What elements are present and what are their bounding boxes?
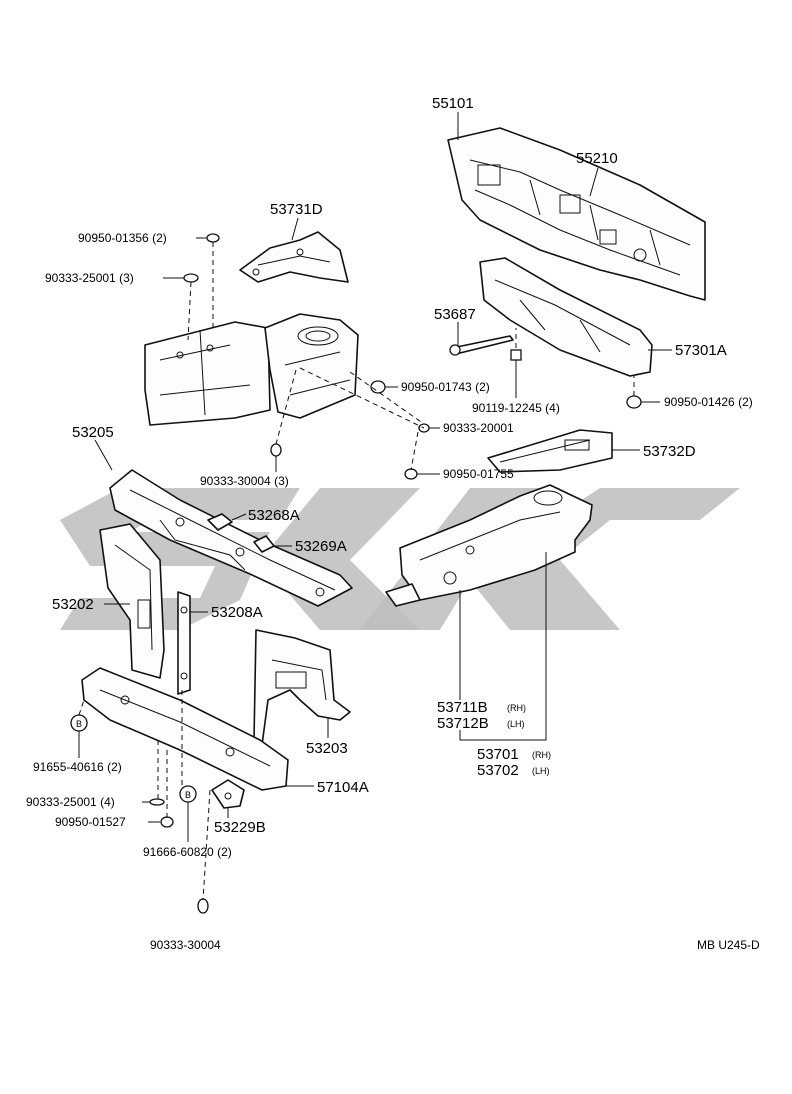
label-53701: 53701	[477, 746, 519, 763]
fastener-90950-01356	[206, 233, 220, 243]
label-90333-30004-3: 90333-30004 (3)	[200, 474, 289, 488]
label-53701-side: (RH)	[532, 750, 551, 760]
side-support-53203	[253, 629, 351, 746]
radiator-support-upper-53205	[109, 469, 353, 607]
label-53269A: 53269A	[295, 538, 347, 555]
b-mark-91655-40616: B	[70, 714, 88, 732]
label-90333-25001-4: 90333-25001 (4)	[26, 795, 115, 809]
label-90333-30004: 90333-30004	[150, 938, 221, 952]
label-55101: 55101	[432, 95, 474, 112]
label-91655-40616: 91655-40616 (2)	[33, 760, 122, 774]
label-55210: 55210	[576, 150, 618, 167]
label-53711B-side: (RH)	[507, 703, 526, 713]
label-53711B: 53711B	[437, 699, 488, 716]
label-53732D: 53732D	[643, 443, 696, 460]
rod-53687	[449, 335, 514, 356]
leader-lines	[78, 112, 672, 842]
brace-53208A	[177, 591, 191, 695]
label-53702: 53702	[477, 762, 519, 779]
bracket-53229B	[211, 779, 245, 809]
drawing-code: MB U245-D	[697, 938, 760, 952]
cowl-panel-55101	[447, 127, 706, 301]
suspension-tower	[264, 313, 359, 419]
svg-text:B: B	[185, 790, 191, 800]
label-53203: 53203	[306, 740, 348, 757]
fastener-90950-01426	[626, 395, 642, 409]
fastener-90119-12245	[510, 349, 522, 368]
fastener-90950-01755	[404, 468, 418, 480]
fastener-90333-30004	[197, 898, 209, 914]
label-53712B-side: (LH)	[507, 719, 525, 729]
label-90950-01743: 90950-01743 (2)	[401, 380, 490, 394]
bracket-53268A	[207, 513, 233, 531]
label-53202: 53202	[52, 596, 94, 613]
label-53731D: 53731D	[270, 201, 323, 218]
label-57301A: 57301A	[675, 342, 727, 359]
b-mark-91666-60820: B	[179, 785, 197, 803]
label-90119-12245: 90119-12245 (4)	[472, 401, 560, 415]
label-53687: 53687	[434, 306, 476, 323]
label-90950-01356: 90950-01356 (2)	[78, 231, 167, 245]
fastener-90950-01743	[370, 380, 386, 394]
label-53229B: 53229B	[214, 819, 266, 836]
label-90950-01755: 90950-01755	[443, 467, 514, 481]
apron-left	[144, 321, 271, 426]
dashed-assembly-lines	[78, 242, 635, 901]
label-90333-20001: 90333-20001	[443, 421, 514, 435]
label-53208A: 53208A	[211, 604, 263, 621]
svg-text:B: B	[76, 719, 82, 729]
bracket-53731D	[239, 231, 349, 283]
fastener-90333-30004-3	[270, 443, 282, 457]
side-member-53701	[385, 484, 593, 607]
label-57104A: 57104A	[317, 779, 369, 796]
bracket-53732D	[487, 429, 613, 473]
label-90950-01426: 90950-01426 (2)	[664, 395, 753, 409]
label-90333-25001-3: 90333-25001 (3)	[45, 271, 134, 285]
fastener-90333-25001-3	[183, 273, 199, 283]
side-support-53202	[99, 523, 165, 679]
label-53712B: 53712B	[437, 715, 489, 732]
part-labels: 55101 55210 53731D 90950-01356 (2) 90333…	[26, 95, 760, 952]
label-91666-60820: 91666-60820 (2)	[143, 845, 232, 859]
label-53205: 53205	[72, 424, 114, 441]
label-53268A: 53268A	[248, 507, 300, 524]
label-90950-01527: 90950-01527	[55, 815, 126, 829]
bracket-57301A	[479, 257, 653, 377]
fastener-90333-25001-4	[149, 798, 165, 806]
fastener-90950-01527	[160, 816, 174, 828]
label-53702-side: (LH)	[532, 766, 550, 776]
